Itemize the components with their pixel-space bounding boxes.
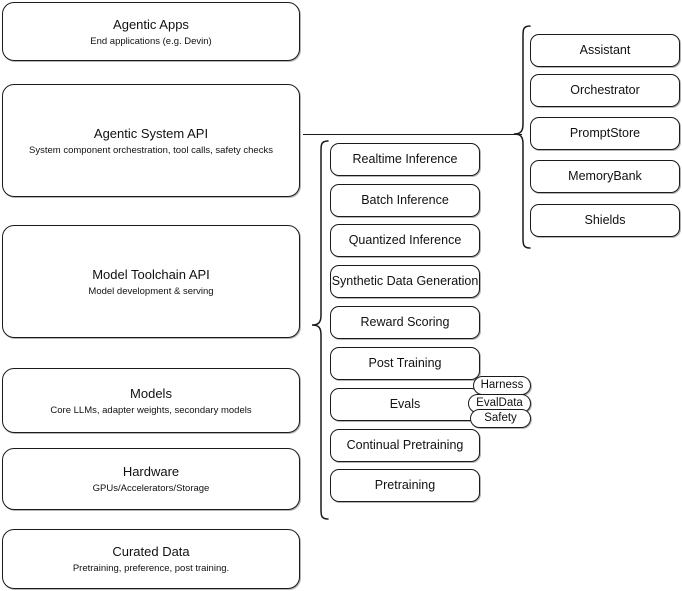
brace-toolchain-items <box>308 139 330 521</box>
toolchain-label: Quantized Inference <box>348 233 462 247</box>
layer-title: Curated Data <box>112 544 190 559</box>
component-label: Shields <box>584 213 626 227</box>
toolchain-label: Pretraining <box>374 478 436 492</box>
toolchain-box-pretraining[interactable]: Pretraining <box>330 469 480 502</box>
layer-title: Agentic System API <box>93 125 209 141</box>
toolchain-label: Continual Pretraining <box>346 438 464 452</box>
layer-title: Agentic Apps <box>113 16 189 32</box>
toolchain-box-evals[interactable]: Evals <box>330 388 480 421</box>
layer-subtitle: End applications (e.g. Devin) <box>90 35 212 47</box>
eval-badge-label: Safety <box>484 411 517 424</box>
layer-box-models[interactable]: Models Core LLMs, adapter weights, secon… <box>2 368 300 433</box>
toolchain-box-realtime-inference[interactable]: Realtime Inference <box>330 143 480 176</box>
toolchain-label: Batch Inference <box>361 193 449 207</box>
toolchain-box-quantized-inference[interactable]: Quantized Inference <box>330 224 480 257</box>
connector-system-api-to-components <box>303 134 522 135</box>
toolchain-label: Evals <box>389 397 421 411</box>
eval-badge-label: Harness <box>480 378 524 391</box>
layer-subtitle: System component orchestration, tool cal… <box>29 144 273 156</box>
component-label: PromptStore <box>569 126 641 140</box>
component-box-promptstore[interactable]: PromptStore <box>530 117 680 150</box>
toolchain-box-post-training[interactable]: Post Training <box>330 347 480 380</box>
layer-box-model-toolchain-api[interactable]: Model Toolchain API Model development & … <box>2 225 300 338</box>
layer-box-agentic-apps[interactable]: Agentic Apps End applications (e.g. Devi… <box>2 2 300 61</box>
component-label: MemoryBank <box>568 169 642 183</box>
toolchain-label: Reward Scoring <box>360 315 450 329</box>
brace-system-components <box>512 24 534 250</box>
layer-box-curated-data[interactable]: Curated Data Pretraining, preference, po… <box>2 529 300 589</box>
component-box-memorybank[interactable]: MemoryBank <box>530 160 680 193</box>
toolchain-label: Synthetic Data Generation <box>331 274 479 288</box>
toolchain-box-synthetic-data-generation[interactable]: Synthetic Data Generation <box>330 265 480 298</box>
toolchain-box-reward-scoring[interactable]: Reward Scoring <box>330 306 480 339</box>
component-box-shields[interactable]: Shields <box>530 204 680 237</box>
layer-title: Models <box>130 385 172 401</box>
component-box-assistant[interactable]: Assistant <box>530 34 680 67</box>
toolchain-box-continual-pretraining[interactable]: Continual Pretraining <box>330 429 480 462</box>
toolchain-label: Realtime Inference <box>352 152 458 166</box>
component-label: Assistant <box>579 43 631 57</box>
component-box-orchestrator[interactable]: Orchestrator <box>530 74 680 107</box>
layer-subtitle: Model development & serving <box>88 285 214 297</box>
layer-title: Model Toolchain API <box>92 266 210 282</box>
layer-subtitle: GPUs/Accelerators/Storage <box>92 483 210 494</box>
eval-badge-safety[interactable]: Safety <box>470 409 531 428</box>
layer-subtitle: Pretraining, preference, post training. <box>72 563 230 574</box>
toolchain-box-batch-inference[interactable]: Batch Inference <box>330 184 480 217</box>
layer-title: Hardware <box>122 464 180 479</box>
eval-badge-harness[interactable]: Harness <box>473 376 531 395</box>
layer-box-agentic-system-api[interactable]: Agentic System API System component orch… <box>2 84 300 197</box>
eval-badge-label: EvalData <box>476 396 523 409</box>
layer-subtitle: Core LLMs, adapter weights, secondary mo… <box>50 404 252 416</box>
toolchain-label: Post Training <box>368 356 442 370</box>
component-label: Orchestrator <box>570 83 640 97</box>
layer-box-hardware[interactable]: Hardware GPUs/Accelerators/Storage <box>2 448 300 510</box>
